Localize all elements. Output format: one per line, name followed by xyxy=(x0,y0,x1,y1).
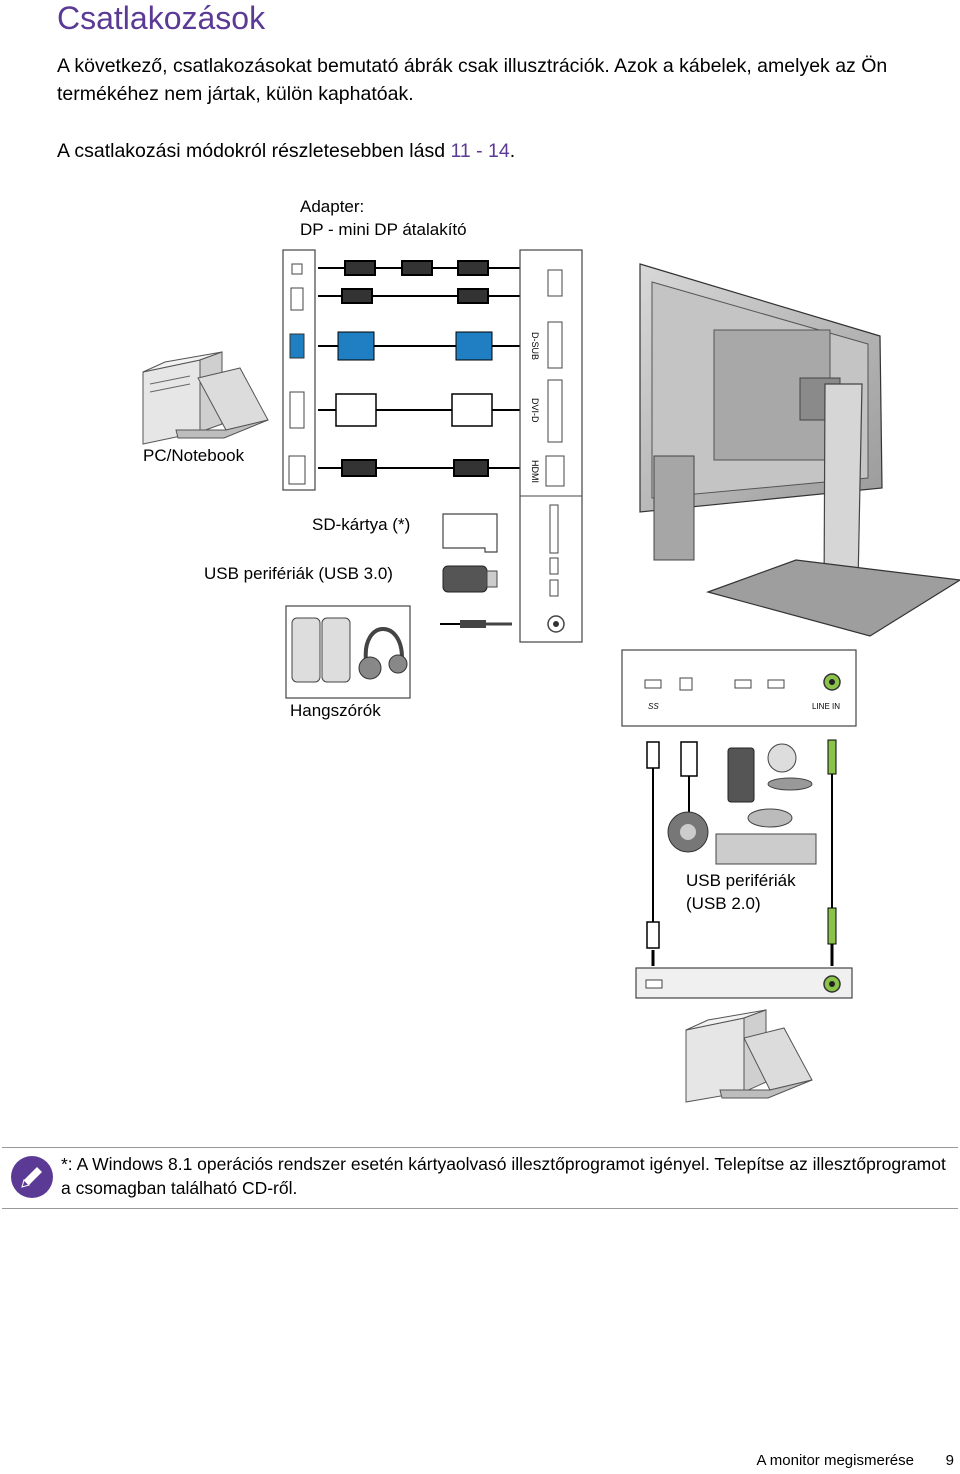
vga-cable xyxy=(318,331,520,361)
footer-section-label: A monitor megismerése xyxy=(756,1452,914,1469)
card-reader-cable xyxy=(667,741,709,853)
hdmi-port-label: HDMI xyxy=(530,460,540,483)
line-in-label: LINE IN xyxy=(812,702,840,711)
rear-usb-cable xyxy=(646,741,660,966)
dsub-port-label: D-SUB xyxy=(530,332,540,360)
note-bottom-rule xyxy=(2,1208,958,1209)
audio-plug-icon xyxy=(440,620,512,628)
hdmi-cable xyxy=(318,459,520,477)
dp-cables xyxy=(318,260,520,304)
sd-card-label: SD-kártya (*) xyxy=(312,515,411,534)
note-top-rule xyxy=(2,1147,958,1148)
line-in-cable xyxy=(827,739,837,966)
note-text: *: A Windows 8.1 operációs rendszer eset… xyxy=(61,1154,946,1198)
speakers-label: Hangszórók xyxy=(290,701,381,720)
adapter-desc-label: DP - mini DP átalakító xyxy=(300,220,467,239)
pc-bottom-panel xyxy=(635,967,853,999)
pc-notebook-illustration xyxy=(142,351,269,445)
pc-notebook-label: PC/Notebook xyxy=(143,446,245,465)
dvid-port-label: DVI-D xyxy=(530,398,540,423)
adapter-title-label: Adapter: xyxy=(300,197,365,216)
reference-suffix: . xyxy=(509,140,516,162)
ss-usb-label: SS xyxy=(648,702,659,711)
monitor-side-panel xyxy=(519,249,583,643)
reference-prefix: A csatlakozási módokról részletesebben l… xyxy=(57,140,451,162)
footer-page-number: 9 xyxy=(945,1452,954,1469)
pc-bottom-illustration xyxy=(685,1009,813,1103)
page-reference-link[interactable]: 11 - 14 xyxy=(450,140,510,162)
usb2-peripherals-label-line1: USB perifériák xyxy=(686,871,796,890)
usb-stick-icon xyxy=(442,565,498,593)
speakers-icon xyxy=(291,617,408,683)
reference-line: A csatlakozási módokról részletesebben l… xyxy=(57,137,515,165)
pc-port-panel xyxy=(282,249,316,491)
connection-diagram: D-SUB DVI-D HDMI SS LINE IN xyxy=(142,249,960,1103)
usb3-peripherals-label: USB perifériák (USB 3.0) xyxy=(204,564,393,583)
usb2-peripherals-label-line2: (USB 2.0) xyxy=(686,894,761,913)
intro-paragraph: A következő, csatlakozásokat bemutató áb… xyxy=(57,55,888,105)
usb2-devices-icon xyxy=(715,743,817,865)
dvi-cable xyxy=(318,393,520,427)
sd-card-icon xyxy=(442,513,498,553)
monitor-rear-illustration xyxy=(639,263,960,637)
page-title: Csatlakozások xyxy=(57,0,266,36)
pencil-icon xyxy=(11,1156,53,1198)
